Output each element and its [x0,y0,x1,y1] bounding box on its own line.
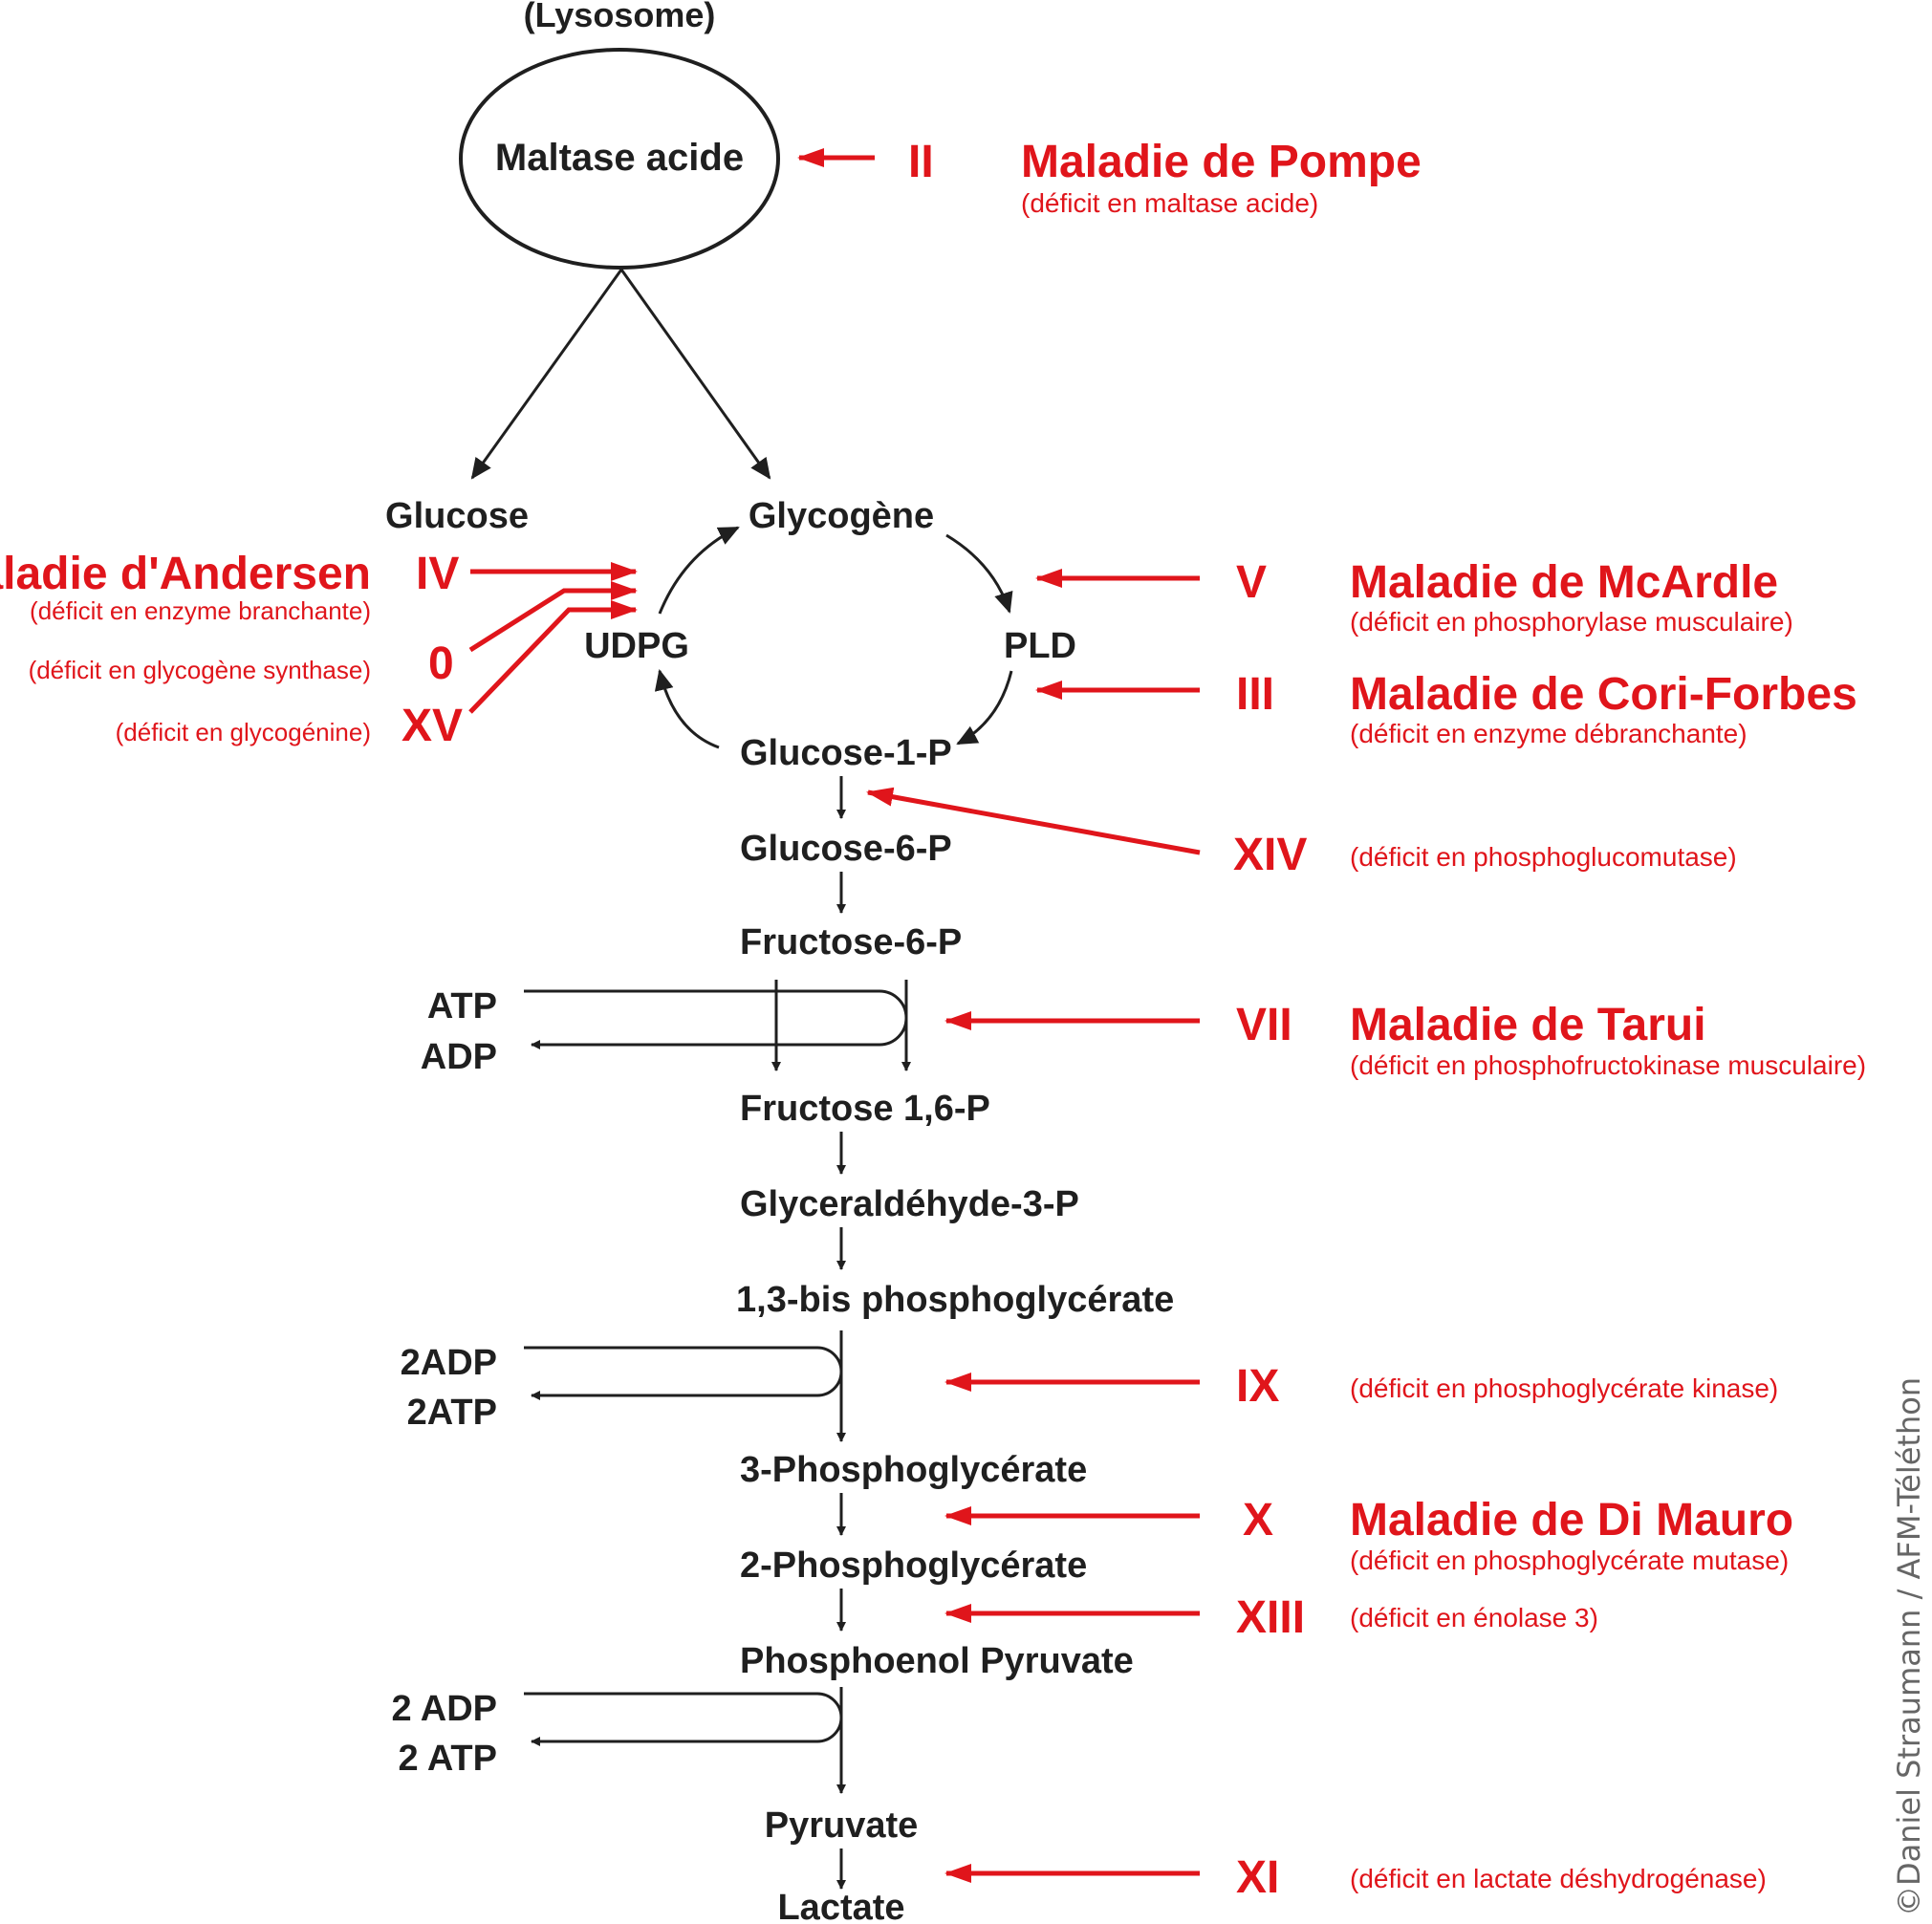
atp-label: ATP [427,986,497,1027]
enolase-deficit: (déficit en énolase 3) [1350,1603,1598,1632]
fructose-1-6-p-label: Fructose 1,6-P [740,1089,990,1129]
pld-label: PLD [1004,626,1076,666]
glyceraldehyde-3-p-label: Glyceraldéhyde-3-P [740,1184,1079,1224]
2atp-label: 2ATP [407,1393,497,1433]
glycogen-synthase-deficit: (déficit en glycogène synthase) [29,656,371,684]
pompe-name: Maladie de Pompe [1021,137,1422,187]
glucose-label: Glucose [385,496,529,536]
mcardle-disease-group: V Maladie de McArdle (déficit en phospho… [1035,557,1793,637]
numeral-xv: XV [402,701,463,751]
glycogenin-group: (déficit en glycogénine) XV [116,600,638,751]
numeral-ix: IX [1236,1361,1279,1412]
cori-forbes-deficit: (déficit en enzyme débranchante) [1350,719,1747,748]
numeral-xiv: XIV [1233,830,1307,880]
glycogen-synthase-group: (déficit en glycogène synthase) 0 [29,581,638,689]
2-atp-label: 2 ATP [399,1739,497,1779]
di-mauro-disease-group: X Maladie de Di Mauro (déficit en phosph… [944,1495,1793,1575]
numeral-xiii: XIII [1236,1592,1305,1643]
andersen-disease-group: Maladie d'Andersen (déficit en enzyme br… [0,549,638,625]
phosphoglucomutase-deficit: (déficit en phosphoglucomutase) [1350,842,1737,872]
tarui-name: Maladie de Tarui [1350,1000,1706,1050]
numeral-vii: VII [1236,1000,1292,1050]
lysosome-ellipse [459,48,780,270]
g1p-to-udpg-arrow [654,669,720,749]
atp-adp-loop [524,989,908,1049]
udpg-to-glycogen-arrow [658,526,740,615]
3-phosphoglycerate-label: 3-Phosphoglycérate [740,1450,1087,1490]
pompe-disease-group: II Maladie de Pompe (déficit en maltase … [797,137,1422,218]
di-mauro-deficit: (déficit en phosphoglycérate mutase) [1350,1546,1789,1575]
udpg-label: UDPG [584,626,689,666]
ldh-deficit-group: XI (déficit en lactate déshydrogénase) [944,1852,1767,1903]
pyruvate-label: Pyruvate [765,1805,919,1846]
arrow-xiv [866,787,1201,855]
glucose-1-p-label: Glucose-1-P [740,733,952,773]
2adp-label: 2ADP [401,1343,497,1383]
numeral-ii: II [908,137,934,187]
tarui-deficit: (déficit en phosphofructokinase musculai… [1350,1050,1866,1080]
numeral-x: X [1243,1495,1273,1546]
arrow-xv [468,600,638,714]
arrow-0 [468,581,638,653]
pgk-deficit-group: IX (déficit en phosphoglycérate kinase) [944,1361,1778,1412]
2-phosphoglycerate-label: 2-Phosphoglycérate [740,1546,1087,1586]
glycogen-to-pld-arrow [945,533,1013,614]
adp-label: ADP [421,1037,497,1077]
glycogenin-deficit: (déficit en glycogénine) [116,718,371,746]
2adp-2atp-loop-2 [524,1692,843,1746]
cori-forbes-disease-group: III Maladie de Cori-Forbes (déficit en e… [1035,669,1857,748]
2-adp-label: 2 ADP [391,1689,497,1729]
numeral-iv: IV [416,549,459,599]
di-mauro-name: Maladie de Di Mauro [1350,1495,1793,1546]
cori-forbes-name: Maladie de Cori-Forbes [1350,669,1857,720]
pompe-deficit: (déficit en maltase acide) [1021,188,1318,218]
arrow-to-glucose [470,269,623,480]
lactate-label: Lactate [777,1888,904,1924]
arrow-to-glycogen [619,269,771,480]
glucose-6-p-label: Glucose-6-P [740,829,952,869]
numeral-0: 0 [428,638,454,689]
maltase-acide-label: Maltase acide [495,137,744,179]
tarui-disease-group: VII Maladie de Tarui (déficit en phospho… [944,1000,1866,1080]
ldh-deficit: (déficit en lactate déshydrogénase) [1350,1864,1767,1893]
phosphoenol-pyruvate-label: Phosphoenol Pyruvate [740,1641,1134,1681]
lysosome-caption: (Lysosome) [524,0,716,34]
numeral-v: V [1236,557,1267,608]
glycogen-label: Glycogène [749,496,934,536]
2adp-2atp-loop [524,1346,843,1400]
photo-credit: ©Daniel Straumann / AFM-Téléthon [1891,1377,1927,1916]
andersen-deficit: (déficit en enzyme branchante) [30,596,371,625]
mcardle-deficit: (déficit en phosphorylase musculaire) [1350,607,1793,637]
mcardle-name: Maladie de McArdle [1350,557,1778,608]
phosphoglucomutase-group: XIV (déficit en phosphoglucomutase) [866,787,1737,880]
enolase-deficit-group: XIII (déficit en énolase 3) [944,1592,1598,1643]
numeral-iii: III [1236,669,1274,720]
numeral-xi: XI [1236,1852,1279,1903]
pld-to-g1p-arrow [956,670,1013,746]
fructose-6-p-label: Fructose-6-P [740,922,962,962]
bisphosphoglycerate-label: 1,3-bis phosphoglycérate [736,1280,1174,1320]
pgk-deficit: (déficit en phosphoglycérate kinase) [1350,1373,1778,1403]
andersen-name: Maladie d'Andersen [0,549,371,599]
